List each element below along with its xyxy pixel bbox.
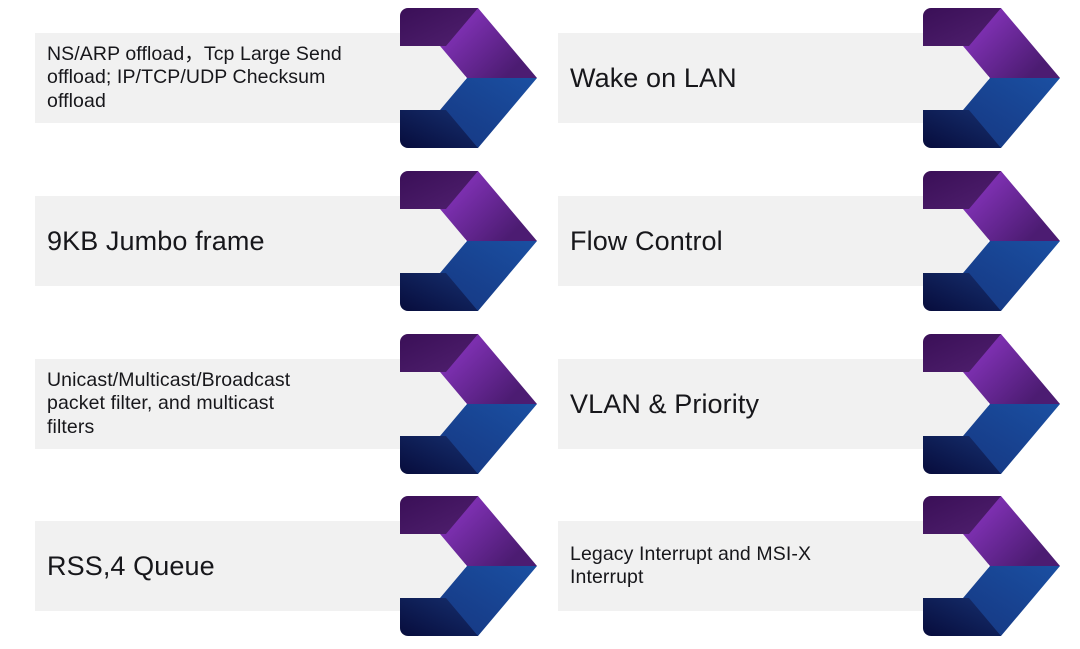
- chevron-callout-offload-features[interactable]: NS/ARP offload，Tcp Large Send offload; I…: [35, 8, 537, 148]
- callout-plate-wake-on-lan: Wake on LAN: [558, 33, 988, 123]
- callout-label-flow-control: Flow Control: [570, 225, 723, 256]
- chevron-callout-vlan-priority[interactable]: VLAN & Priority: [558, 334, 1060, 474]
- chevron-arrow-icon: [400, 8, 537, 148]
- callout-label-rss-queue: RSS,4 Queue: [47, 550, 215, 581]
- callout-plate-flow-control: Flow Control: [558, 196, 988, 286]
- chevron-arrow-icon: [923, 496, 1060, 636]
- callout-label-offload-features: NS/ARP offload，Tcp Large Send offload; I…: [47, 43, 342, 112]
- chevron-callout-jumbo-frame[interactable]: 9KB Jumbo frame: [35, 171, 537, 311]
- callout-plate-vlan-priority: VLAN & Priority: [558, 359, 988, 449]
- callout-plate-interrupts: Legacy Interrupt and MSI-X Interrupt: [558, 521, 988, 611]
- chevron-arrow-icon: [923, 334, 1060, 474]
- chevron-arrow-icon: [400, 334, 537, 474]
- callout-plate-jumbo-frame: 9KB Jumbo frame: [35, 196, 465, 286]
- callout-plate-packet-filters: Unicast/Multicast/Broadcast packet filte…: [35, 359, 465, 449]
- chevron-arrow-icon: [923, 171, 1060, 311]
- callout-plate-offload-features: NS/ARP offload，Tcp Large Send offload; I…: [35, 33, 465, 123]
- chevron-callout-packet-filters[interactable]: Unicast/Multicast/Broadcast packet filte…: [35, 334, 537, 474]
- callout-label-wake-on-lan: Wake on LAN: [570, 62, 737, 93]
- chevron-arrow-icon: [923, 8, 1060, 148]
- callout-label-interrupts: Legacy Interrupt and MSI-X Interrupt: [570, 542, 812, 588]
- callout-label-vlan-priority: VLAN & Priority: [570, 388, 760, 419]
- chevron-arrow-icon: [400, 496, 537, 636]
- callout-label-jumbo-frame: 9KB Jumbo frame: [47, 225, 265, 256]
- chevron-callout-wake-on-lan[interactable]: Wake on LAN: [558, 8, 1060, 148]
- chevron-arrow-icon: [400, 171, 537, 311]
- callout-plate-rss-queue: RSS,4 Queue: [35, 521, 465, 611]
- chevron-callout-flow-control[interactable]: Flow Control: [558, 171, 1060, 311]
- chevron-callout-rss-queue[interactable]: RSS,4 Queue: [35, 496, 537, 636]
- callout-label-packet-filters: Unicast/Multicast/Broadcast packet filte…: [47, 369, 291, 438]
- chevron-callout-interrupts[interactable]: Legacy Interrupt and MSI-X Interrupt: [558, 496, 1060, 636]
